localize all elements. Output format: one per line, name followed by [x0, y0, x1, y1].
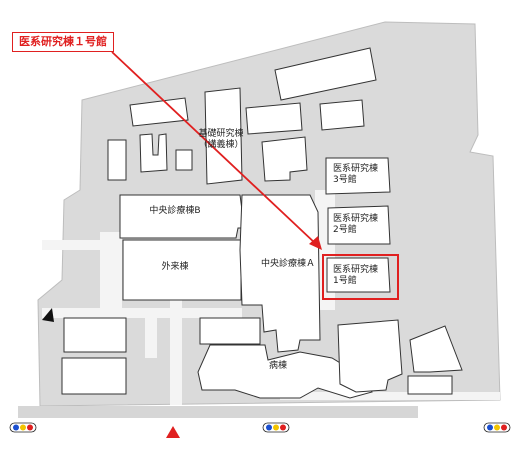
label-gairai: 外来棟	[161, 262, 189, 272]
label-iken-3: 医系研究棟 3号館	[333, 164, 379, 185]
callout-leader	[111, 51, 317, 245]
label-byoto: 病棟	[268, 361, 287, 371]
traffic-light-icon	[9, 422, 37, 433]
label-iken-1: 医系研究棟 1号館	[333, 265, 379, 286]
label-chuo-shinryo-b: 中央診療棟B	[149, 206, 201, 216]
traffic-light-icon	[483, 422, 511, 433]
red-triangle-icon	[166, 426, 180, 438]
label-kiso-kenkyuto: 基礎研究棟 （講義棟）	[198, 129, 244, 150]
callout-label: 医系研究棟１号館	[12, 32, 114, 52]
black-triangle-icon	[42, 308, 54, 322]
callout-arrowhead-icon	[309, 236, 322, 250]
building-shapes	[61, 47, 463, 399]
traffic-light-icon	[262, 422, 290, 433]
road	[18, 406, 418, 418]
label-iken-2: 医系研究棟 2号館	[333, 214, 379, 235]
target-building-highlight	[322, 254, 399, 300]
label-chuo-shinryo-a: 中央診療棟Ａ	[260, 259, 315, 269]
